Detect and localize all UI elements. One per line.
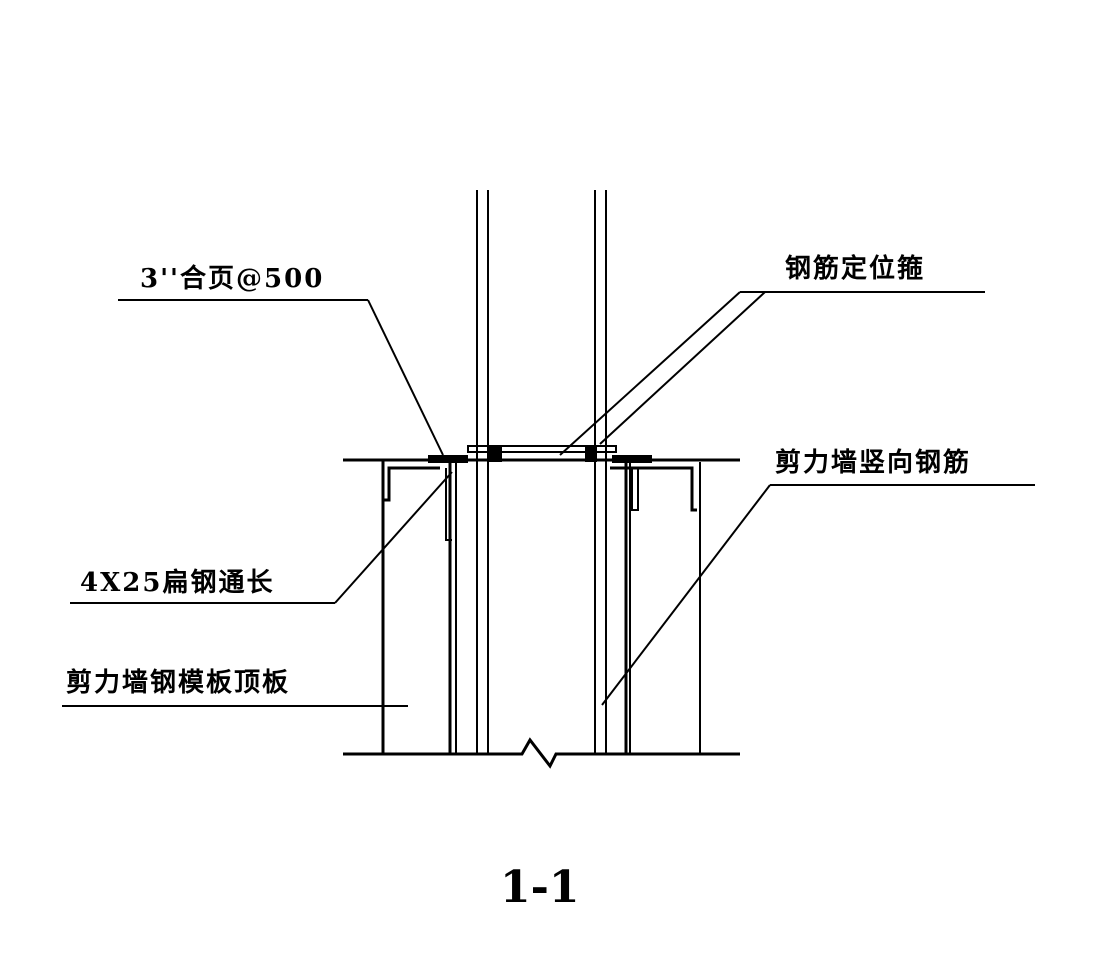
- hinge-label: 3''合页@500: [140, 264, 325, 294]
- right-hinge: [612, 455, 652, 463]
- bottom-break-line: [343, 737, 740, 769]
- right-formwork-angle: [610, 466, 697, 512]
- section-title: 1-1: [500, 862, 580, 913]
- rebar-positioning-stirrup-label: 钢筋定位箍: [785, 254, 926, 284]
- left-formwork-angle: [381, 466, 440, 502]
- left-hinge: [428, 455, 468, 463]
- shear-wall-vertical-rebar-label: 剪力墙竖向钢筋: [775, 448, 972, 478]
- flat-steel-label: 4X25扁钢通长: [80, 568, 275, 598]
- positioning-stirrup: [467, 445, 617, 453]
- formwork-top-plate-label: 剪力墙钢模板顶板: [66, 668, 291, 698]
